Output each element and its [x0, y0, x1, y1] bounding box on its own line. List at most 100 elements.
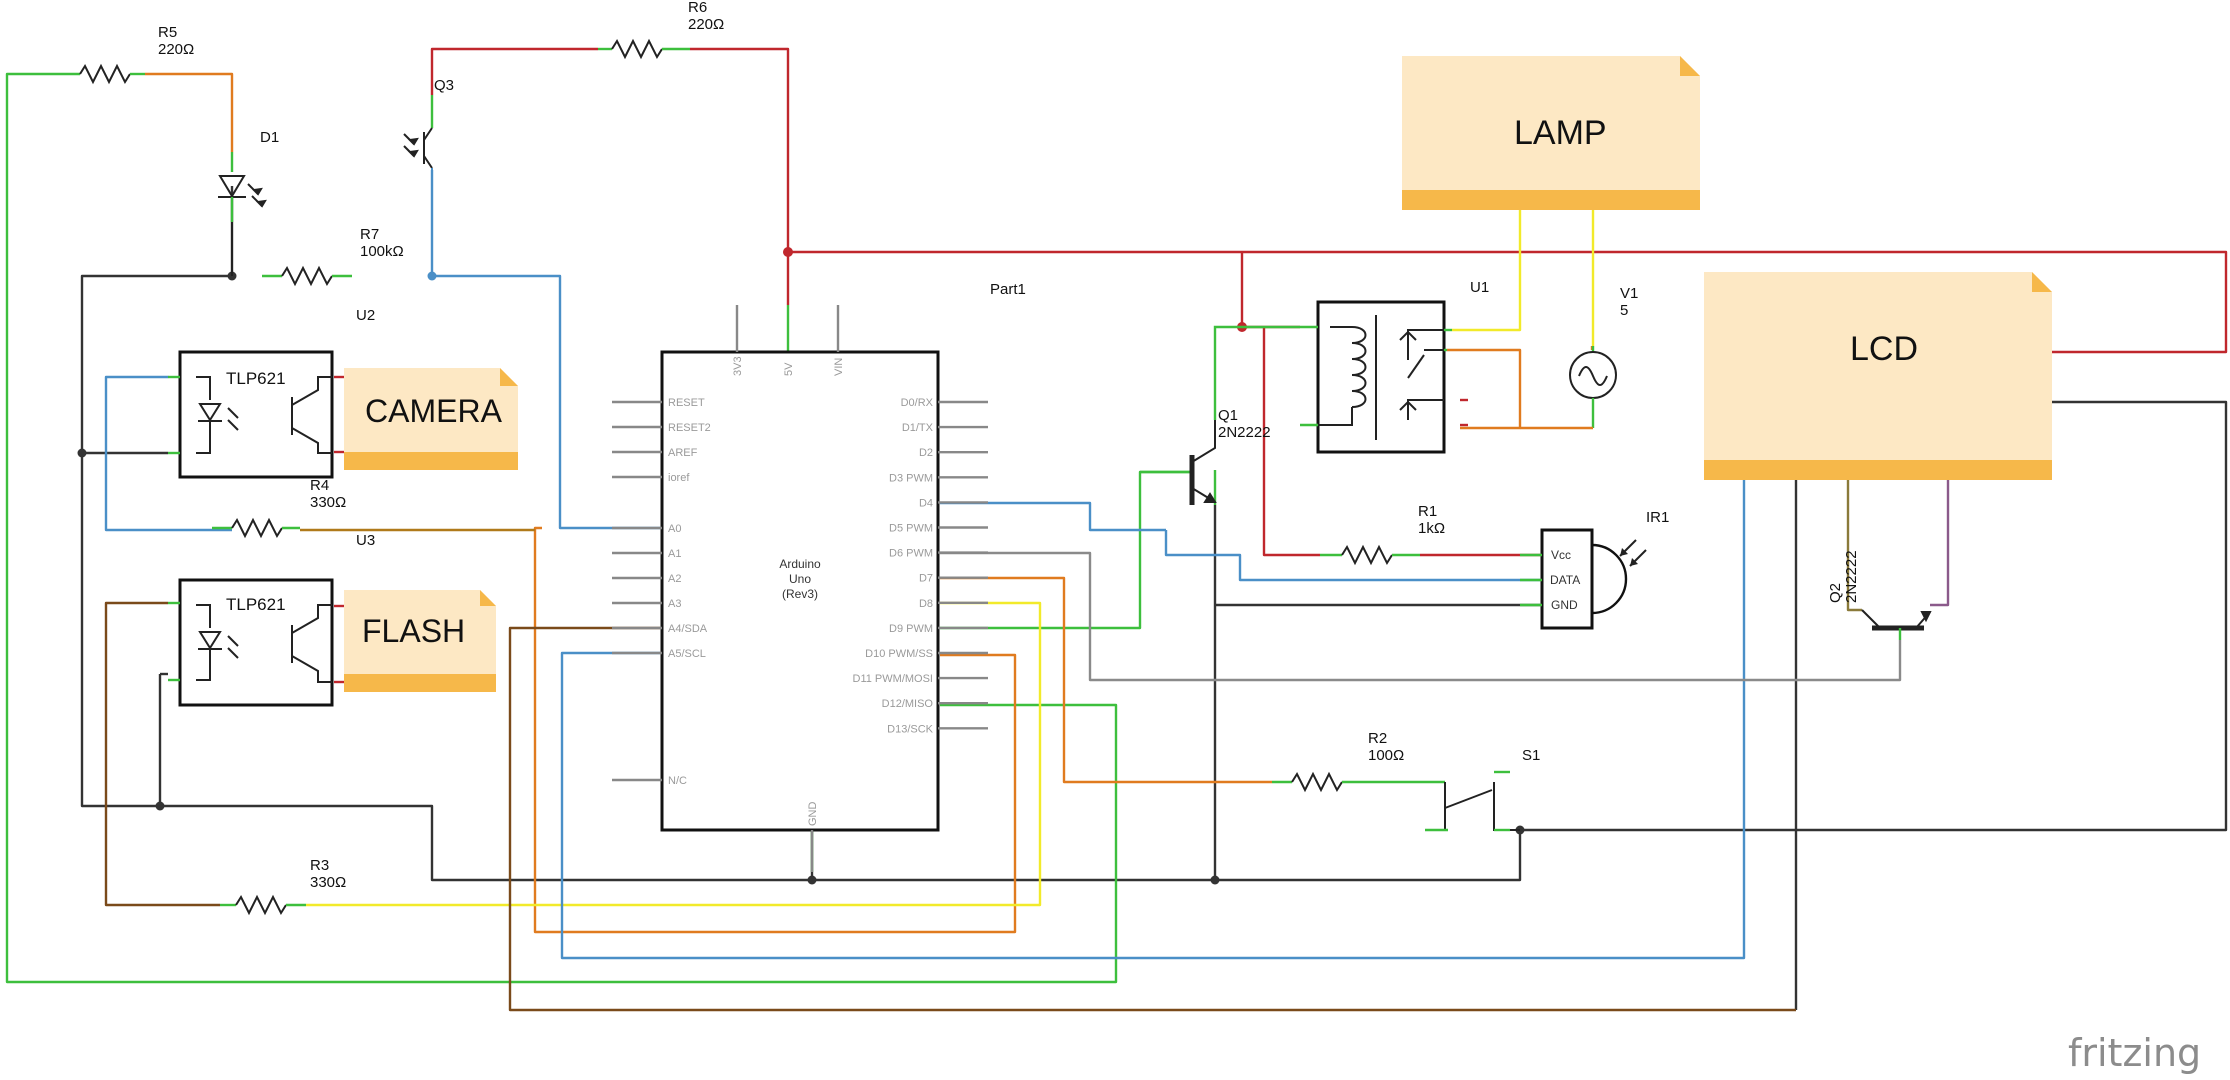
q1-value: 2N2222 [1218, 424, 1271, 441]
optocoupler-u3[interactable] [168, 578, 334, 707]
r7-value: 100kΩ [360, 243, 404, 260]
arduino-pin-label: D12/MISO [882, 698, 934, 710]
note-flash[interactable]: FLASH [344, 590, 496, 692]
arduino-name: Arduino [779, 557, 821, 571]
arduino-pin-label: D7 [919, 573, 933, 585]
arduino-pin-label: AREF [668, 447, 698, 459]
arduino-pin-label: D3 PWM [889, 472, 933, 484]
junctions [77, 247, 1525, 885]
led-d1[interactable] [218, 152, 267, 276]
wires [5, 47, 2228, 1012]
r5-ref: R5 [158, 24, 177, 41]
arduino-pin-label: A3 [668, 598, 681, 610]
u3-chip: TLP621 [226, 595, 286, 614]
d1-ref: D1 [260, 129, 279, 146]
u1-ref: U1 [1470, 279, 1489, 296]
arduino-pin-label: A5/SCL [668, 648, 706, 660]
resistor-r7[interactable] [262, 265, 352, 287]
r3-ref: R3 [310, 857, 329, 874]
arduino-pin-label: D5 PWM [889, 523, 933, 535]
arduino-pin-label: D6 PWM [889, 548, 933, 560]
resistor-r2[interactable] [1272, 771, 1445, 793]
arduino-pin-label: D10 PWM/SS [865, 648, 933, 660]
ir-receiver-ir1[interactable]: Vcc DATA GND [1520, 528, 1647, 630]
q1-ref: Q1 [1218, 407, 1238, 424]
r2-value: 100Ω [1368, 747, 1404, 764]
resistors [60, 38, 1445, 916]
transistor-q1[interactable] [1140, 325, 1300, 505]
wire-yellow[interactable] [306, 210, 1595, 907]
wire-brown[interactable] [104, 601, 1796, 1012]
labels: R5 220Ω R6 220Ω D1 Q3 R7 100kΩ U2 TLP621… [158, 0, 1860, 891]
optocoupler-u2[interactable] [168, 350, 334, 479]
arduino-pin-label: D2 [919, 447, 933, 459]
note-lcd[interactable]: LCD [1704, 272, 2052, 480]
fritzing-watermark: fritzing [2068, 1031, 2201, 1075]
part1-ref: Part1 [990, 281, 1026, 298]
wire-orange[interactable] [145, 72, 1594, 934]
r5-value: 220Ω [158, 41, 194, 58]
switch-s1[interactable] [1425, 770, 1520, 832]
r6-ref: R6 [688, 0, 707, 16]
r2-ref: R2 [1368, 730, 1387, 747]
arduino-pin-label: GND [807, 802, 819, 827]
note-flash-text: FLASH [362, 613, 465, 649]
ac-source-v1[interactable] [1520, 346, 1617, 430]
r4-ref: R4 [310, 477, 329, 494]
arduino-pin-label: D13/SCK [887, 723, 934, 735]
resistor-r6[interactable] [598, 38, 690, 60]
resistor-r3[interactable] [220, 894, 306, 916]
resistor-r4[interactable] [212, 517, 300, 539]
arduino-pin-label: VIN [833, 358, 845, 376]
arduino-pin-label: D8 [919, 598, 933, 610]
q3-ref: Q3 [434, 77, 454, 94]
arduino-pin-label: D1/TX [902, 422, 934, 434]
r1-ref: R1 [1418, 503, 1437, 520]
note-camera-text: CAMERA [365, 393, 503, 429]
wire-gray[interactable] [940, 551, 1902, 682]
u3-ref: U3 [356, 532, 375, 549]
s1-ref: S1 [1522, 747, 1540, 764]
arduino-pin-stubs [735, 305, 840, 872]
note-lcd-text: LCD [1850, 330, 1918, 368]
r7-ref: R7 [360, 226, 379, 243]
ir-pin-gnd: GND [1551, 598, 1578, 612]
resistor-r5[interactable] [60, 63, 145, 85]
arduino-pin-label: D9 PWM [889, 623, 933, 635]
r4-value: 330Ω [310, 494, 346, 511]
u2-ref: U2 [356, 307, 375, 324]
note-camera[interactable]: CAMERA [344, 368, 518, 470]
arduino-pin-label: A2 [668, 573, 681, 585]
arduino-pin-label: RESET2 [668, 422, 711, 434]
transistor-q2[interactable] [1861, 609, 1932, 640]
v1-ref: V1 [1620, 285, 1638, 302]
wire-blue[interactable] [104, 170, 1746, 960]
ir-pin-data: DATA [1550, 573, 1580, 587]
ir-pin-vcc: Vcc [1551, 548, 1571, 562]
arduino-pin-label: A0 [668, 523, 681, 535]
phototransistor-q3[interactable] [403, 95, 434, 170]
note-lamp-text: LAMP [1514, 114, 1607, 152]
arduino-pin-label: N/C [668, 775, 687, 787]
v1-value: 5 [1620, 302, 1628, 319]
arduino-pin-label: 5V [783, 362, 795, 376]
arduino-pin-label: ioref [668, 472, 690, 484]
resistor-r1[interactable] [1320, 544, 1420, 566]
relay-u1[interactable] [1300, 300, 1452, 454]
arduino-pin-label: D4 [919, 497, 933, 509]
arduino-pin-label: RESET [668, 397, 705, 409]
r1-value: 1kΩ [1418, 520, 1445, 537]
q2-ref: Q2 [1827, 583, 1844, 603]
ir1-ref: IR1 [1646, 509, 1669, 526]
r3-value: 330Ω [310, 874, 346, 891]
arduino-pin-label: A1 [668, 548, 681, 560]
note-lamp[interactable]: LAMP [1402, 56, 1700, 210]
arduino-model: Uno [789, 572, 811, 586]
q2-value: 2N2222 [1843, 550, 1860, 603]
wire-5v[interactable] [334, 47, 2228, 684]
wire-q2[interactable] [1846, 480, 1950, 612]
arduino-pin-label: A4/SDA [668, 623, 708, 635]
